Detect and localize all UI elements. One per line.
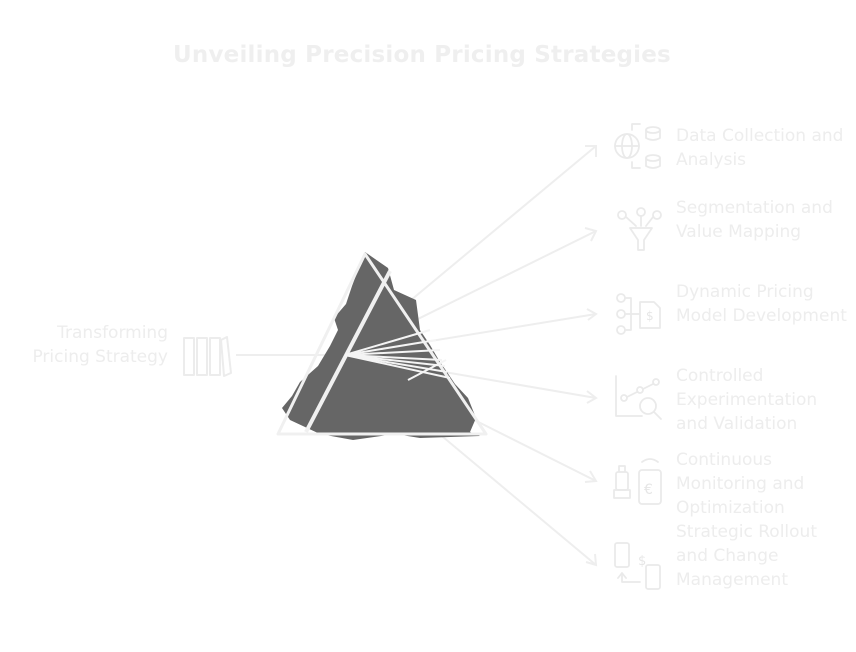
books-icon (183, 336, 232, 377)
output-label-data-collection: Data Collection and Analysis (676, 126, 844, 170)
svg-text:$: $ (646, 309, 654, 323)
output-label-monitoring: Continuous Monitoring and Optimization (676, 450, 805, 518)
phone-euro-icon: € (613, 458, 662, 505)
diagram-title: Unveiling Precision Pricing Strategies (173, 42, 671, 68)
input-label: Transforming Pricing Strategy (32, 323, 168, 367)
network-funnel-icon (617, 207, 662, 251)
prism (276, 252, 488, 440)
output-label-experimentation: Controlled Experimentation and Validatio… (676, 366, 818, 434)
svg-text:$: $ (638, 554, 646, 569)
devices-exchange-icon: $ (614, 542, 661, 590)
chart-magnifier-icon (615, 375, 662, 420)
globe-database-icon (614, 123, 661, 169)
flowchart-dollar-icon: $ (616, 293, 661, 335)
output-label-rollout: Strategic Rollout and Change Management (676, 522, 817, 590)
output-label-segmentation: Segmentation and Value Mapping (676, 198, 833, 242)
output-label-dynamic-pricing: Dynamic Pricing Model Development (676, 282, 847, 326)
svg-text:€: € (644, 482, 653, 498)
